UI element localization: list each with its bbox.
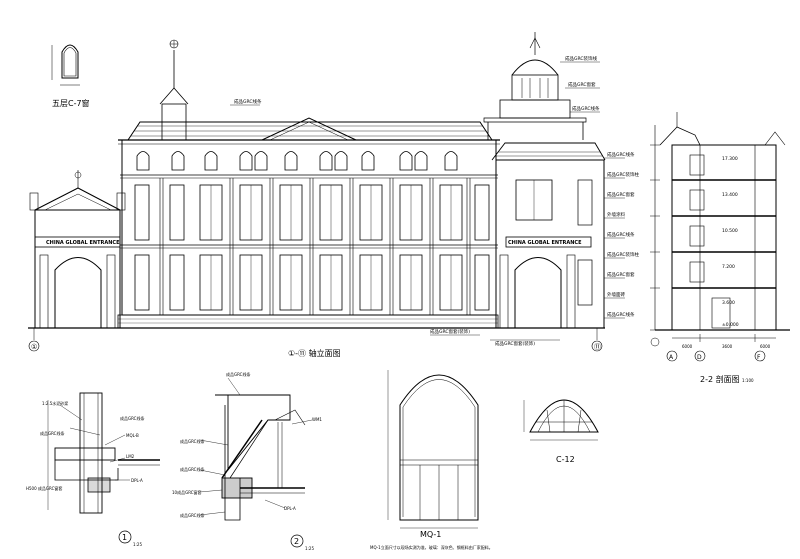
callout-bottom-1: 成品GRC窗套(装饰) xyxy=(430,328,470,335)
callout-right-5: 成品GRC线条 xyxy=(607,231,635,238)
axis-end-label: ⑪ xyxy=(594,343,601,351)
detail2-label-1: 成品GRC线条 xyxy=(226,371,250,377)
callout-right-1: 成品GRC线条 xyxy=(607,151,635,158)
door-title: MQ-1 xyxy=(420,530,441,539)
detail1-label-1: 1:2.5水泥砂浆 xyxy=(42,400,68,406)
callout-dome-1: 成品GRC装饰线 xyxy=(565,55,598,62)
arch-window-title: C-12 xyxy=(556,455,575,464)
level-3: 10.500 xyxy=(722,228,738,234)
door-note: MQ-1立面尺寸以现场实测为准，玻璃：深灰色、钢框料由厂家配料。 xyxy=(370,544,493,550)
callout-dome-3: 成品GRC线条 xyxy=(572,105,600,112)
detail-1-scale: 1:25 xyxy=(133,542,142,547)
section-dim-3: 6000 xyxy=(760,344,771,349)
callout-right-8: 外墙面砖 xyxy=(607,291,625,298)
callout-right-9: 成品GRC线条 xyxy=(607,311,635,318)
section-axis-f: F xyxy=(757,354,761,361)
section-title: 2-2 剖面图 xyxy=(700,374,740,384)
detail2-label-2: 成品GRC线条 xyxy=(180,438,204,444)
callout-right-6: 成品GRC装饰柱 xyxy=(607,251,640,258)
detail2-label-7: 成品GRC线条 xyxy=(180,512,204,518)
detail-2-labels: 成品GRC线条 成品GRC线条 WM1 成品GRC线条 10成品GRC窗套 DP… xyxy=(172,371,322,518)
callouts-right: 成品GRC线条 成品GRC装饰柱 成品GRC窗套 外墙涂料 成品GRC线条 成品… xyxy=(607,151,640,318)
level-6: ±0.000 xyxy=(722,322,739,328)
detail1-label-7: H500 成品GRC窗套 xyxy=(26,485,62,491)
detail2-label-6: DPL-A xyxy=(284,506,296,511)
section-dim-1: 6000 xyxy=(682,344,693,349)
section-axis-d: D xyxy=(697,354,702,361)
callout-top: 成品GRC线条 xyxy=(234,98,262,105)
detail-2-number: 2 xyxy=(294,537,299,546)
callouts-dome: 成品GRC装饰线 成品GRC窗套 成品GRC线条 xyxy=(565,55,600,112)
detail1-label-5: DPL-A xyxy=(131,478,143,483)
section-dim-2: 3600 xyxy=(722,344,733,349)
callout-right-4: 外墙涂料 xyxy=(607,211,625,218)
axis-start-label: ① xyxy=(31,343,37,351)
detail1-label-3: MQL-B xyxy=(126,433,139,438)
detail-1-labels: 1:2.5水泥砂浆 成品GRC线条 MQL-B LM2 DPL-A 成品GRC线… xyxy=(26,400,144,491)
level-1: 17.300 xyxy=(722,156,738,162)
section-scale: 1:100 xyxy=(742,378,754,383)
callout-right-3: 成品GRC窗套 xyxy=(607,191,635,198)
detail-2 xyxy=(199,377,313,548)
detail2-label-3: WM1 xyxy=(312,417,322,422)
level-5: 3.600 xyxy=(722,300,735,306)
detail1-label-4: LM2 xyxy=(126,454,135,459)
entrance-sign-right: CHINA GLOBAL ENTRANCE xyxy=(508,240,582,246)
section-levels: 17.300 13.400 10.500 7.200 3.600 ±0.000 xyxy=(722,156,739,328)
detail-1 xyxy=(47,392,160,544)
detail-1-number: 1 xyxy=(122,533,127,542)
detail-2-scale: 1:25 xyxy=(305,546,314,551)
callout-dome-2: 成品GRC窗套 xyxy=(568,81,596,88)
detail1-label-2: 成品GRC线条 xyxy=(120,415,144,421)
main-elevation xyxy=(28,32,625,352)
detail2-label-4: 成品GRC线条 xyxy=(180,466,204,472)
callout-right-7: 成品GRC窗套 xyxy=(607,271,635,278)
callout-right-2: 成品GRC装饰柱 xyxy=(607,171,640,178)
callout-bottom-2: 成品GRC窗套(装饰) xyxy=(495,340,535,347)
window-c7-detail: 五层C-7窗 xyxy=(51,44,90,108)
elevation-title: ①-⑪ 轴立面图 xyxy=(288,348,341,358)
detail2-label-5: 10成品GRC窗套 xyxy=(172,489,202,495)
detail1-label-6: 成品GRC线条 xyxy=(40,430,64,436)
section-2-2 xyxy=(650,112,790,362)
window-c7-title: 五层C-7窗 xyxy=(52,98,90,108)
door-mq1 xyxy=(387,370,479,529)
level-2: 13.400 xyxy=(722,192,738,198)
arch-window-c12 xyxy=(523,399,599,441)
entrance-sign-left: CHINA GLOBAL ENTRANCE xyxy=(46,240,120,246)
level-4: 7.200 xyxy=(722,264,735,270)
section-axis-a: A xyxy=(669,354,674,361)
